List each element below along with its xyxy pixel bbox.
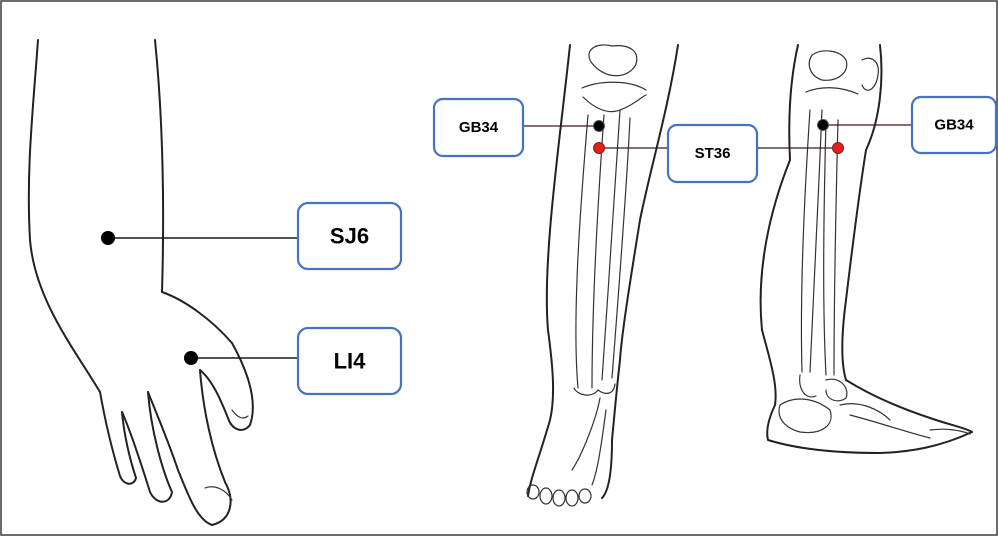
label-gb34-left: GB34	[434, 99, 523, 156]
leg-front-illustration	[527, 45, 678, 506]
label-gb34-right-text: GB34	[934, 117, 974, 134]
label-li4-text: LI4	[334, 349, 367, 374]
point-li4	[184, 351, 198, 365]
label-st36-text: ST36	[695, 145, 731, 162]
front-foot-toes	[527, 485, 591, 506]
point-gb34-left	[594, 121, 605, 132]
arm-hand-illustration	[29, 40, 253, 525]
point-st36-right	[833, 143, 844, 154]
label-sj6-text: SJ6	[330, 224, 369, 249]
label-st36: ST36	[668, 125, 757, 182]
label-gb34-left-text: GB34	[459, 119, 499, 136]
label-sj6: SJ6	[298, 203, 401, 269]
point-st36-left	[594, 143, 605, 154]
point-sj6	[101, 231, 115, 245]
label-gb34-right: GB34	[912, 97, 996, 153]
point-gb34-right	[818, 120, 829, 131]
label-li4: LI4	[298, 328, 401, 394]
